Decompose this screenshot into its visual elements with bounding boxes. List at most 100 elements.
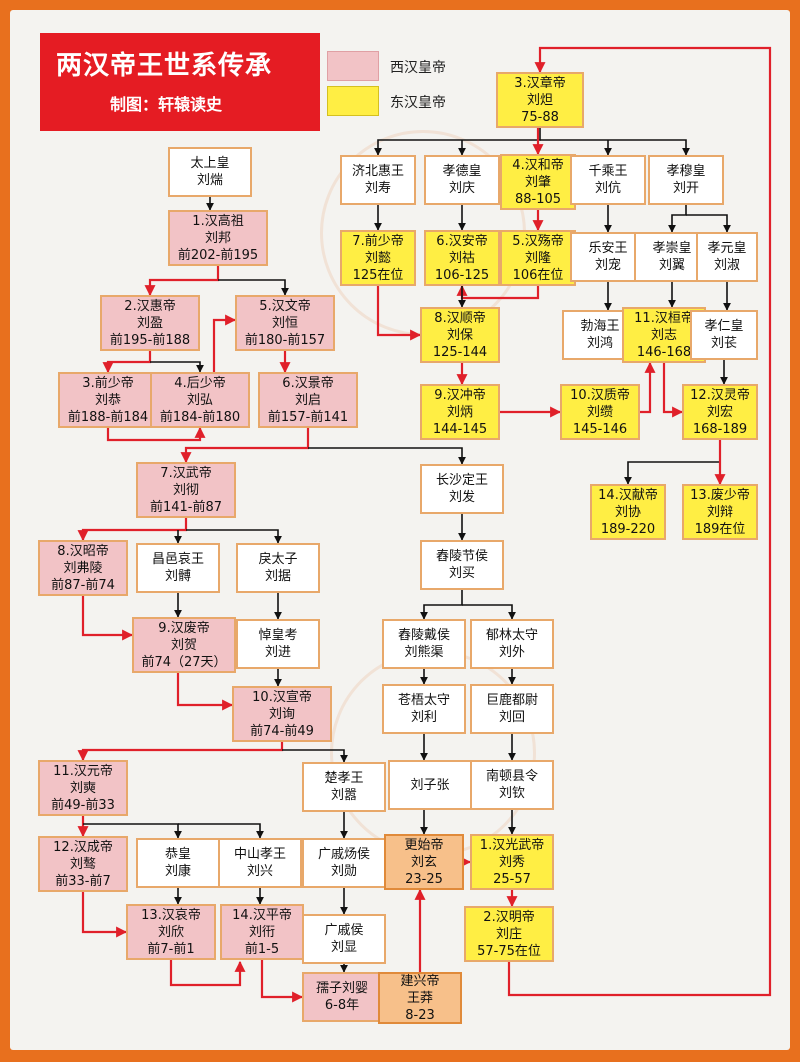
node-text: 前180-前157: [244, 332, 326, 348]
node-nandun: 南顿县令刘钦: [470, 760, 554, 810]
node-cangwu: 苍梧太守刘利: [382, 684, 466, 734]
lineage-link: [462, 604, 516, 620]
lineage-link: [686, 214, 731, 233]
node-text: 106在位: [512, 267, 564, 283]
node-changyi: 昌邑哀王刘髆: [136, 543, 220, 593]
node-xiaoren: 孝仁皇刘苌: [690, 310, 758, 360]
node-text: 刘盈: [136, 315, 163, 331]
lineage-link: [420, 590, 463, 620]
node-zhongshan: 中山孝王刘兴: [218, 838, 302, 888]
node-gaozu: 1.汉高祖刘邦前202-前195: [168, 210, 268, 266]
node-text: 前74（27天）: [141, 654, 227, 670]
node-text: 刘祜: [448, 250, 475, 266]
node-text: 前188-前184: [67, 409, 149, 425]
node-text: 刘奭: [69, 780, 96, 796]
legend-label-west: 西汉皇帝: [390, 60, 446, 76]
lineage-link: [178, 823, 264, 839]
node-text: 刘买: [448, 566, 475, 581]
node-text: 舂陵节侯: [435, 549, 488, 564]
node-text: 孺子刘婴: [315, 981, 368, 996]
lineage-link: [374, 128, 541, 156]
node-text: 刘勋: [330, 864, 357, 879]
node-text: 4.汉和帝: [512, 157, 564, 173]
node-text: 106-125: [434, 267, 490, 283]
legend-label-east: 东汉皇帝: [390, 95, 446, 111]
node-xuandi: 10.汉宣帝刘询前74-前49: [232, 686, 332, 742]
node-text: 前33-前7: [55, 873, 111, 889]
node-text: 刘隆: [524, 250, 551, 266]
node-text: 189在位: [694, 521, 746, 537]
node-julu: 巨鹿都尉刘回: [470, 684, 554, 734]
node-text: 7.前少帝: [352, 233, 404, 249]
node-chunlingdai: 舂陵戴侯刘熊渠: [382, 619, 466, 669]
node-text: 刘志: [650, 327, 677, 343]
node-wendi: 5.汉文帝刘恒前180-前157: [235, 295, 335, 351]
node-text: 6-8年: [324, 998, 360, 1013]
node-huidi: 2.汉惠帝刘盈前195-前188: [100, 295, 200, 351]
succession-link: [260, 960, 304, 1003]
node-text: 168-189: [692, 421, 748, 437]
node-text: 中山孝王: [233, 847, 286, 862]
node-text: 孝德皇: [442, 164, 482, 179]
node-text: 更始帝: [404, 837, 444, 853]
node-text: 刘彻: [172, 482, 199, 498]
node-text: 刘发: [448, 490, 475, 505]
node-text: 25-57: [493, 871, 531, 887]
node-text: 刘肇: [524, 174, 551, 190]
succession-link: [77, 742, 284, 762]
node-taishanghuang: 太上皇刘煓: [168, 147, 252, 197]
node-text: 刘懿: [364, 250, 391, 266]
node-text: 前141-前87: [149, 499, 223, 515]
lineage-link: [282, 749, 348, 763]
node-jibei: 济北惠王刘寿: [340, 155, 416, 205]
node-feidi: 9.汉废帝刘贺前74（27天）: [132, 617, 236, 673]
node-text: 前202-前195: [177, 247, 259, 263]
node-text: 刘回: [498, 710, 525, 725]
node-text: 前195-前188: [109, 332, 191, 348]
node-text: 10.汉宣帝: [252, 689, 312, 705]
node-text: 刘据: [264, 569, 291, 584]
node-text: 刘玄: [410, 854, 437, 870]
node-text: 刘子张: [410, 777, 450, 793]
node-xiaode: 孝德皇刘庆: [424, 155, 500, 205]
node-jingdi: 6.汉景帝刘启前157-前141: [258, 372, 358, 428]
node-text: 7.汉武帝: [160, 465, 212, 481]
node-chunling: 舂陵节侯刘买: [420, 540, 504, 590]
succession-link: [376, 286, 422, 341]
node-text: 刘启: [294, 392, 321, 408]
node-text: 刘康: [164, 864, 191, 879]
node-text: 前87-前74: [51, 577, 115, 593]
node-text: 2.汉明帝: [483, 909, 535, 925]
node-xiaomu: 孝穆皇刘开: [648, 155, 724, 205]
node-text: 广戚侯: [324, 923, 364, 938]
lineage-link: [218, 279, 289, 296]
node-text: 刘庆: [448, 181, 475, 196]
node-ruzi: 孺子刘婴 6-8年: [302, 972, 382, 1022]
node-text: 刘显: [330, 940, 357, 955]
node-text: 建兴帝: [400, 973, 440, 989]
node-text: 189-220: [600, 521, 656, 537]
node-text: 前157-前141: [267, 409, 349, 425]
node-text: 88-105: [514, 191, 562, 207]
node-text: 刘嚣: [330, 788, 357, 803]
node-text: 刘弘: [186, 392, 213, 408]
node-text: 刘翼: [658, 258, 685, 273]
node-text: 刘外: [498, 645, 525, 660]
node-text: 戾太子: [258, 552, 298, 567]
lineage-link: [308, 447, 466, 465]
node-text: 5.汉殇帝: [512, 233, 564, 249]
succession-link: [507, 46, 772, 997]
succession-link: [180, 428, 310, 464]
succession-link: [81, 892, 128, 938]
node-text: 12.汉灵帝: [690, 387, 750, 403]
succession-link: [81, 596, 134, 641]
connection-lines: [77, 46, 772, 1003]
node-xiaoyuan: 孝元皇刘淑: [696, 232, 758, 282]
succession-link: [77, 518, 188, 542]
node-daohuangkao: 悼皇考刘进: [236, 619, 320, 669]
